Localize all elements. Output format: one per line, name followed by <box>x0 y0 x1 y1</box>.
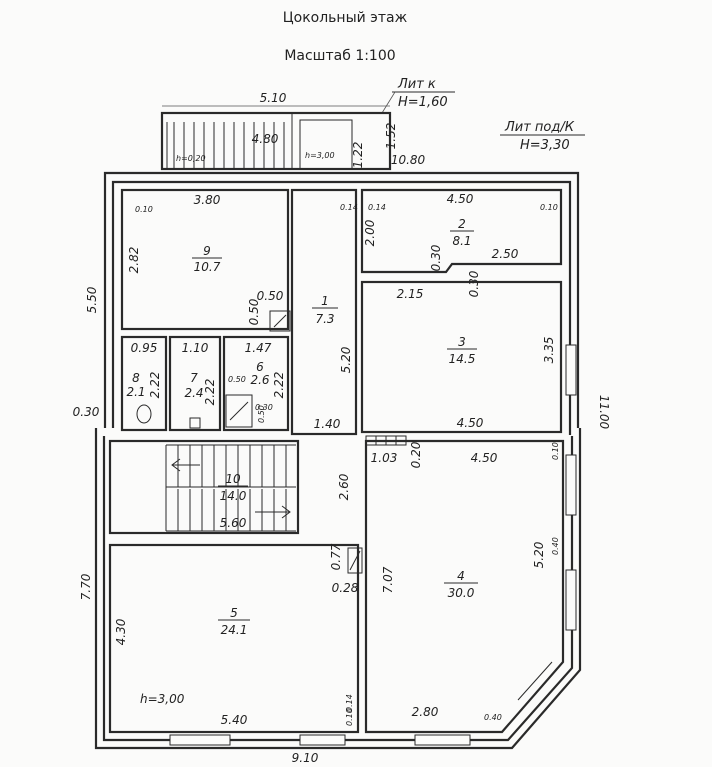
room-5-number: 5 <box>230 606 238 620</box>
room-6-area: 2.6 <box>250 373 269 387</box>
plan-scale: Масштаб 1:100 <box>284 48 395 64</box>
room-8-height: 2.22 <box>148 372 162 399</box>
room-1-length: 5.20 <box>339 346 353 373</box>
room-7-area: 2.4 <box>184 386 203 400</box>
room-5-area: 24.1 <box>221 623 248 637</box>
room-5-small-a: 0.14 <box>345 694 354 712</box>
room-6-width: 1.47 <box>245 341 272 355</box>
room-4-small-b: 0.10 <box>551 442 560 460</box>
plan-title: Цокольный этаж <box>283 10 408 26</box>
room-6-number: 6 <box>256 360 264 374</box>
room-8-area: 2.1 <box>126 385 145 399</box>
room-7-height: 2.22 <box>203 379 217 406</box>
small-030-a: 0.30 <box>255 403 273 412</box>
fixtures <box>136 310 407 574</box>
lit-k-name: Лит к <box>397 77 436 92</box>
room-6-height: 2.22 <box>272 372 286 399</box>
room-9-dim-b: 0.50 <box>247 298 261 325</box>
small-050-a: 0.50 <box>257 405 266 423</box>
room-9-number: 9 <box>203 244 211 258</box>
room-5-width: 5.40 <box>221 713 248 727</box>
room-10-small-b: 0.28 <box>332 581 359 595</box>
room-2-step: 0.30 <box>429 244 443 271</box>
room-3-number: 3 <box>458 335 466 349</box>
room-5-h: h=3,00 <box>140 692 185 706</box>
interior-walls <box>108 188 565 734</box>
room-10-vent: 1.03 <box>371 451 398 465</box>
room-2-small-a: 0.10 <box>540 203 558 212</box>
room-10-small-a: 0.77 <box>329 543 343 570</box>
lit-k-leader <box>381 91 396 114</box>
room-10-area: 14.0 <box>220 489 247 503</box>
room-10-number: 10 <box>225 472 241 486</box>
room-8-width: 0.95 <box>131 341 158 355</box>
room-10-depth: 2.60 <box>337 473 351 500</box>
dim-top-right: 10.80 <box>391 153 426 167</box>
room-3-dim-a: 2.15 <box>397 287 424 301</box>
hall-stairs <box>165 444 296 532</box>
room-4-width: 4.50 <box>471 451 498 465</box>
room-4-vent: 0.20 <box>409 441 423 468</box>
dim-bottom: 9.10 <box>292 751 319 765</box>
room-4-left: 7.07 <box>381 566 395 593</box>
room-9-dim-c: 0.10 <box>135 205 153 214</box>
room-4-number: 4 <box>457 569 465 583</box>
windows <box>169 344 577 746</box>
room-1-width: 2.00 <box>363 219 377 246</box>
room-10-width: 5.60 <box>220 516 247 530</box>
room-1-number: 1 <box>321 294 329 308</box>
room-2-small-b: 0.14 <box>368 203 386 212</box>
porch-stair <box>160 111 392 171</box>
room-2-area: 8.1 <box>452 234 471 248</box>
room-3-width: 4.50 <box>457 416 484 430</box>
room-3-height: 3.35 <box>542 337 556 364</box>
room-2-number: 2 <box>458 217 466 231</box>
room-5-small-b: 0.10 <box>345 708 354 726</box>
room-9-width: 3.80 <box>194 193 221 207</box>
room-9-area: 10.7 <box>194 260 221 274</box>
room-6-small: 0.50 <box>228 375 246 384</box>
room-2-width: 4.50 <box>447 192 474 206</box>
dim-left-gap: 0.30 <box>73 405 100 419</box>
room-4-bottom: 2.80 <box>412 705 439 719</box>
room-7-number: 7 <box>190 371 198 385</box>
dim-left-upper: 5.50 <box>85 286 99 313</box>
dim-porch-depth: 1.22 <box>351 142 365 169</box>
room-8-number: 8 <box>132 371 140 385</box>
room-7-width: 1.10 <box>182 341 209 355</box>
dim-porch-top: 5.10 <box>260 91 287 105</box>
room-1-small: 0.14 <box>340 203 358 212</box>
dim-porch-side: 1.52 <box>384 123 398 150</box>
room-5-height: 4.30 <box>114 618 128 645</box>
dim-left-lower: 7.70 <box>79 573 93 600</box>
lit-pod-height: H=3,30 <box>520 138 570 153</box>
lit-pod-name: Лит под/К <box>504 120 575 135</box>
porch-h-low: h=0,20 <box>176 154 206 163</box>
room-4-small-c: 0.40 <box>484 713 502 722</box>
room-9-height: 2.82 <box>127 247 141 274</box>
room-2-lower: 2.50 <box>492 247 519 261</box>
room-1-area: 7.3 <box>315 312 334 326</box>
dim-right: 11.00 <box>597 395 611 430</box>
room-4-right: 5.20 <box>532 541 546 568</box>
room-3-area: 14.5 <box>449 352 476 366</box>
lit-k-height: H=1,60 <box>398 95 448 110</box>
room-9-dim-a: 0.50 <box>257 289 284 303</box>
dim-porch-width: 4.80 <box>252 132 279 146</box>
room-4-area: 30.0 <box>448 586 475 600</box>
room-4-small-a: 0.40 <box>551 537 560 555</box>
porch-h-high: h=3,00 <box>305 151 335 160</box>
room-10-opening: 1.40 <box>314 417 341 431</box>
room-3-dim-b: 0.30 <box>467 270 481 297</box>
